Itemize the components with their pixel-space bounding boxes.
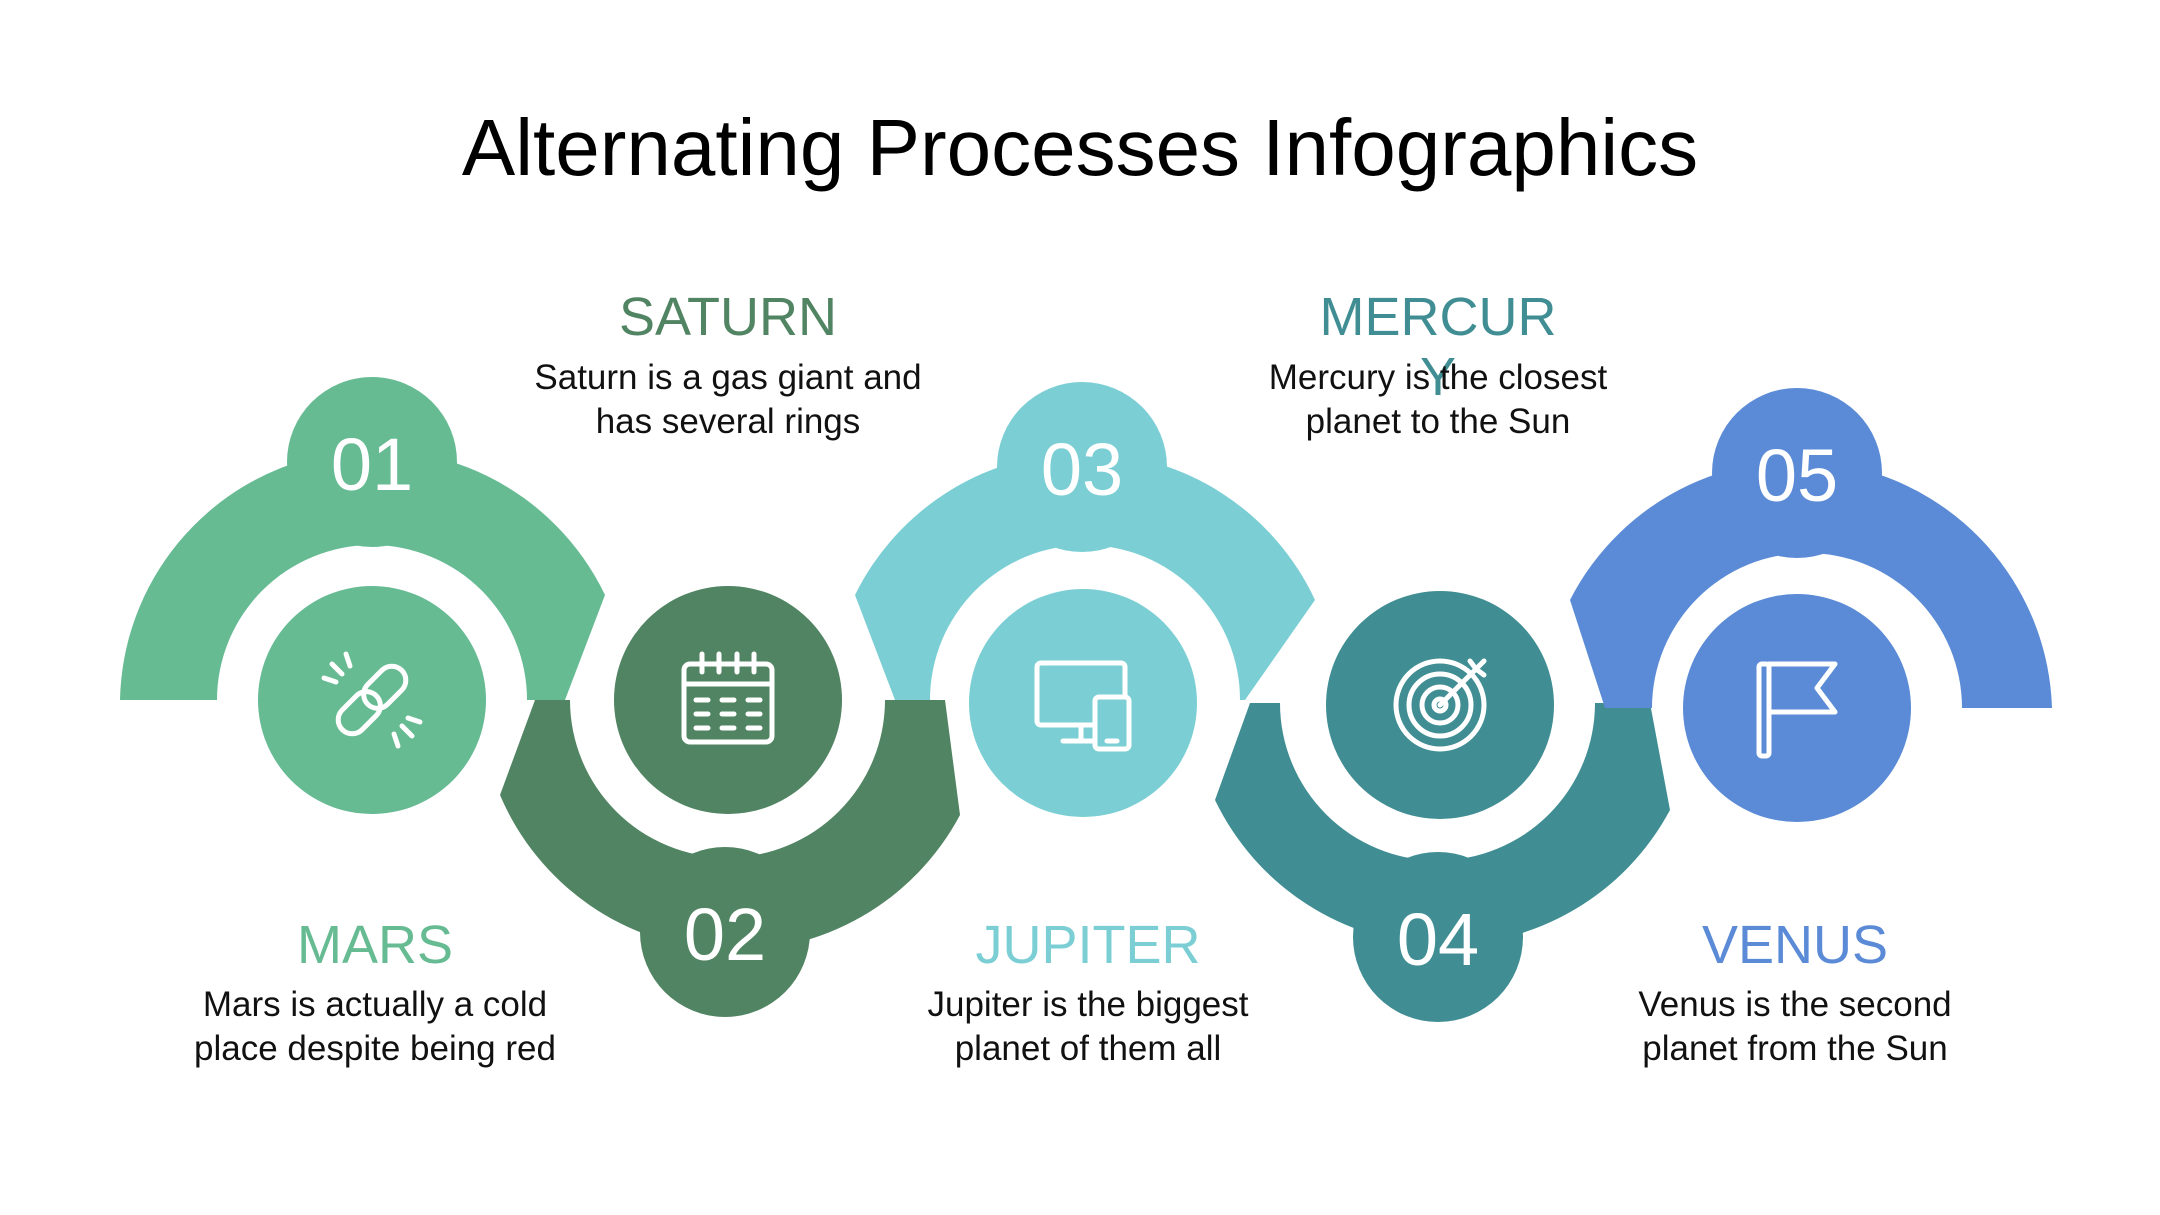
step-1-description-line-2: place despite being red <box>194 1029 556 1068</box>
step-5-description-line-1: Venus is the second <box>1638 985 1952 1024</box>
step-1-arch <box>120 450 605 700</box>
step-3-description: Jupiter is the biggest planet of them al… <box>868 983 1308 1071</box>
step-5-number-badge <box>1712 388 1882 558</box>
step-1-segment: 01 <box>120 377 605 814</box>
devices-icon <box>1034 660 1132 752</box>
step-3-description-line-2: planet of them all <box>954 1029 1222 1068</box>
step-1-icon-disc <box>258 586 486 814</box>
step-1-number-badge <box>287 377 457 547</box>
step-4-segment: 04 <box>1215 591 1670 1022</box>
step-3-arch <box>855 452 1315 700</box>
step-5-arch <box>1570 460 2052 708</box>
step-4-heading: MERCURY <box>1319 287 1557 407</box>
step-1-number: 01 <box>331 423 413 506</box>
step-4-number-badge <box>1353 852 1523 1022</box>
step-1-description-line-1: Mars is actually a cold <box>202 985 548 1024</box>
step-3-heading: JUPITER <box>975 915 1201 975</box>
step-2-description-line-2: has several rings <box>595 402 861 441</box>
step-3-description-line-1: Jupiter is the biggest <box>927 985 1249 1024</box>
step-3-icon-disc <box>969 589 1197 817</box>
step-3-segment: 03 <box>855 382 1315 817</box>
step-2-segment: 02 <box>500 586 960 1017</box>
step-4-number: 04 <box>1397 898 1479 981</box>
target-icon <box>1393 658 1487 752</box>
calendar-icon <box>681 651 775 745</box>
step-1-description: Mars is actually a cold place despite be… <box>155 983 595 1071</box>
step-2-arch <box>500 700 960 951</box>
step-5-description: Venus is the second planet from the Sun <box>1575 983 2015 1071</box>
step-4-arch <box>1215 703 1670 945</box>
step-2-heading: SATURN <box>618 287 837 347</box>
step-2-description-line-1: Saturn is a gas giant and <box>534 358 922 397</box>
link-icon <box>321 651 423 749</box>
step-2-description: Saturn is a gas giant and has several ri… <box>508 356 948 444</box>
step-4-description-line-2: planet to the Sun <box>1305 402 1571 441</box>
step-4-description: Mercury is the closest planet to the Sun <box>1218 356 1658 444</box>
step-4-description-line-1: Mercury is the closest <box>1268 358 1608 397</box>
step-5-segment: 05 <box>1570 388 2052 822</box>
page-title: Alternating Processes Infographics <box>461 103 1699 192</box>
step-1-heading: MARS <box>296 915 453 975</box>
step-3-number: 03 <box>1041 428 1123 511</box>
step-5-heading: VENUS <box>1701 915 1889 975</box>
step-3-number-badge <box>997 382 1167 552</box>
step-5-icon-disc <box>1683 594 1911 822</box>
step-2-number-badge <box>640 847 810 1017</box>
step-2-number: 02 <box>684 893 766 976</box>
step-5-description-line-2: planet from the Sun <box>1642 1029 1948 1068</box>
step-5-number: 05 <box>1756 434 1838 517</box>
flag-icon <box>1756 661 1838 759</box>
